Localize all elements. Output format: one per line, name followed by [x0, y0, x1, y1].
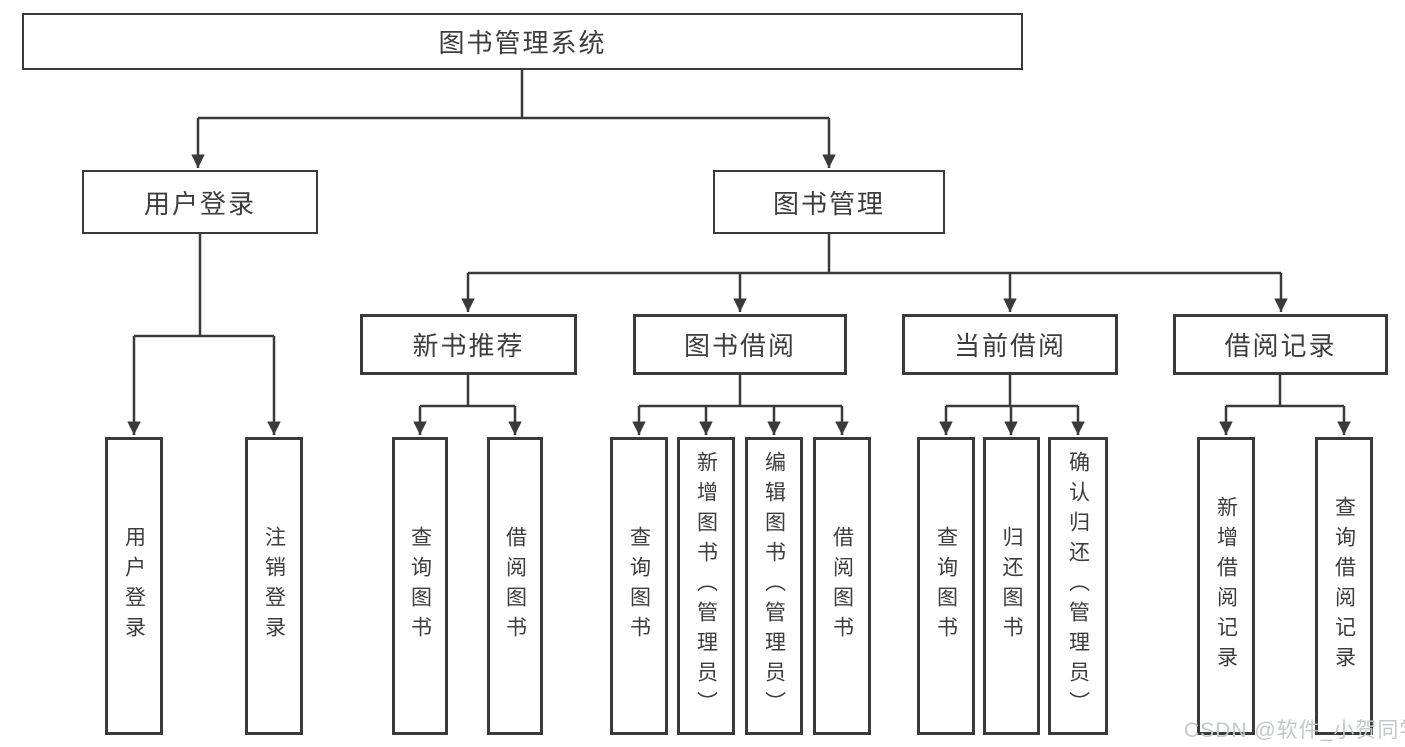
leaf-current-return-books: 归还图书 [983, 437, 1040, 735]
leaf-borrow-borrow-books: 借阅图书 [813, 437, 871, 735]
node-borrowing-records: 借阅记录 [1173, 314, 1388, 375]
csdn-watermark: CSDN @软件_小贺同学 [1184, 719, 1405, 742]
leaf-borrow-edit-books-admin: 编辑图书（管理员） [745, 437, 803, 735]
node-new-book-recommendation: 新书推荐 [360, 314, 577, 375]
leaf-borrow-query-books: 查询图书 [610, 437, 668, 735]
node-library-management-system: 图书管理系统 [22, 13, 1023, 70]
leaf-newbook-borrow-books: 借阅图书 [487, 437, 543, 735]
node-book-management: 图书管理 [713, 170, 945, 234]
node-current-borrowing: 当前借阅 [902, 314, 1118, 375]
leaf-user-login: 用户登录 [105, 437, 163, 735]
leaf-borrow-add-books-admin: 新增图书（管理员） [677, 437, 735, 735]
leaf-records-add-record: 新增借阅记录 [1197, 437, 1255, 735]
node-user-login: 用户登录 [82, 170, 318, 234]
leaf-current-confirm-return-admin: 确认归还（管理员） [1048, 437, 1108, 735]
leaf-current-query-books: 查询图书 [917, 437, 975, 735]
leaf-records-query-record: 查询借阅记录 [1315, 437, 1373, 735]
node-book-borrowing: 图书借阅 [633, 314, 847, 375]
leaf-logout: 注销登录 [245, 437, 303, 735]
leaf-newbook-query-books: 查询图书 [392, 437, 448, 735]
